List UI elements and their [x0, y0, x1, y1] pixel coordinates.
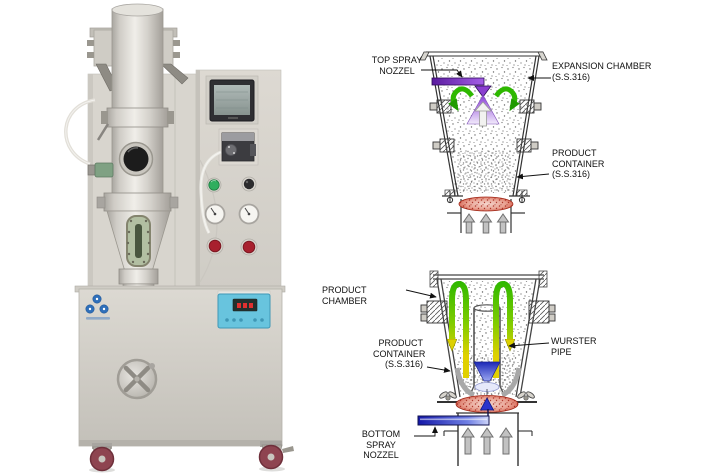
leader-wurster-pipe [508, 342, 550, 349]
leader-lines [405, 69, 551, 437]
t-bolt-clamps [444, 189, 528, 204]
cone-flange [96, 192, 179, 212]
label-expansion-chamber: EXPANSION CHAMBER (S.S.316) [552, 61, 652, 82]
porthole [118, 141, 154, 177]
bottom-spray-diagram [417, 270, 556, 466]
red-button-left [206, 237, 224, 255]
chamber-clamps [420, 300, 556, 324]
bottom-spray-nozzle-pipe [417, 409, 490, 426]
air-up-arrow [474, 101, 492, 127]
brand-logo-icon [85, 294, 110, 320]
wing-clamps [437, 391, 537, 403]
product-bed [458, 196, 514, 212]
circulation-arrows [448, 86, 520, 112]
top-spray-diagram [419, 51, 548, 234]
label-product-container-bottom: PRODUCT CONTAINER (S.S.316) [373, 338, 426, 369]
label-product-chamber: PRODUCT CHAMBER [322, 285, 368, 306]
butterfly-valve-port [116, 358, 158, 400]
leader-product-chamber [405, 289, 437, 299]
top-spray-nozzle-assembly [431, 77, 500, 127]
caster-right [258, 441, 294, 472]
sight-glass [126, 215, 151, 267]
product-chamber-rim [433, 274, 544, 280]
product-bed [455, 395, 519, 413]
inlet-valve [87, 162, 114, 178]
machine-photo [64, 3, 294, 473]
air-baffles [454, 367, 522, 398]
label-wurster-pipe: WURSTER PIPE [551, 336, 597, 357]
fountain-flow-arrows [452, 280, 510, 378]
cone-bottom-flange [118, 268, 159, 285]
caster-left [89, 443, 115, 473]
air-inlet-arrows [462, 213, 510, 234]
air-inlet-arrows [461, 427, 513, 455]
hmi-screen [205, 75, 259, 125]
leader-top-spray-nozzle [421, 69, 463, 78]
label-bottom-spray-nozzle: BOTTOM SPRAY NOZZEL [361, 429, 401, 460]
leader-product-container-top [516, 173, 550, 180]
pressure-gauge-left [204, 203, 226, 225]
wall-clamps [429, 99, 542, 153]
leader-product-container-bottom [426, 366, 451, 373]
expansion-chamber-rim [426, 51, 543, 57]
pressure-gauge-right [238, 203, 260, 225]
temperature-controller [217, 290, 271, 329]
red-button-right [240, 238, 258, 256]
green-start-button [206, 177, 222, 193]
label-product-container-top: PRODUCT CONTAINER (S.S.316) [552, 148, 605, 179]
peristaltic-pump [218, 128, 259, 166]
leader-bottom-spray-nozzle [414, 426, 438, 437]
clamp-band [96, 107, 174, 141]
power-knob [241, 176, 257, 192]
label-top-spray-nozzle: TOP SPRAY NOZZEL [371, 55, 423, 76]
